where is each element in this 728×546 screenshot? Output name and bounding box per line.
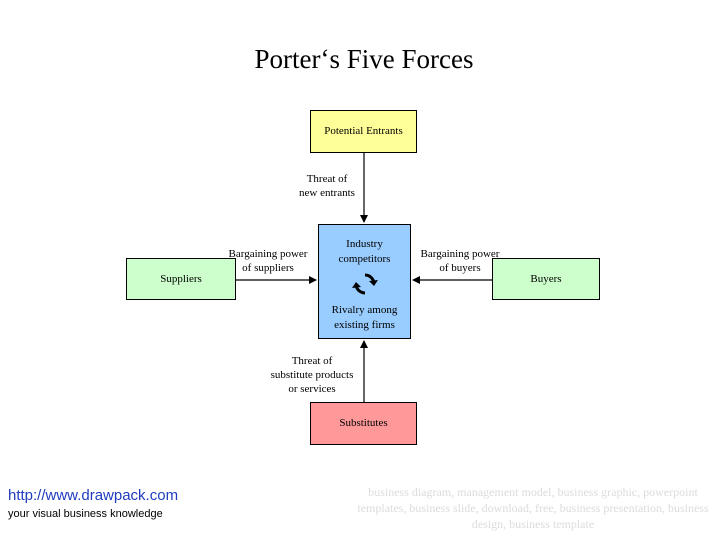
supplier-power-line-2: of suppliers [242, 262, 294, 274]
potential-entrants-box: Potential Entrants [310, 110, 417, 153]
suppliers-label: Suppliers [160, 272, 202, 285]
industry-competitors-label: Industry competitors [338, 238, 391, 265]
supplier-power-line-1: Bargaining power [228, 248, 308, 260]
threat-substitutes-line-3: or services [288, 383, 336, 395]
industry-competitors-box: Industry competitors Rivalry among exist… [318, 224, 411, 339]
watermark-text: business diagram, management model, busi… [357, 485, 709, 531]
threat-new-entrants-line-2: new entrants [299, 187, 355, 199]
buyer-power-line-1: Bargaining power [420, 248, 500, 260]
tagline: your visual business knowledge [8, 508, 163, 520]
threat-substitutes-label: Threat of substitute products or service… [262, 354, 362, 396]
buyers-box: Buyers [492, 258, 600, 300]
buyer-power-label: Bargaining power of buyers [412, 247, 508, 275]
potential-entrants-label: Potential Entrants [324, 125, 403, 137]
diagram-title: Porter‘s Five Forces [254, 44, 474, 74]
substitutes-label: Substitutes [339, 417, 388, 429]
threat-substitutes-line-1: Threat of [291, 355, 333, 367]
substitutes-box: Substitutes [310, 402, 417, 445]
buyer-power-line-2: of buyers [439, 262, 481, 274]
threat-substitutes-line-2: substitute products [270, 369, 354, 381]
rivalry-label: Rivalry among existing firms [331, 304, 398, 331]
threat-new-entrants-label: Threat of new entrants [282, 172, 372, 200]
cycle-arrows-icon [351, 273, 378, 295]
supplier-power-label: Bargaining power of suppliers [220, 247, 316, 275]
threat-new-entrants-line-1: Threat of [306, 173, 348, 185]
buyers-label: Buyers [530, 272, 562, 285]
drawpack-link[interactable]: http://www.drawpack.com [8, 487, 179, 504]
suppliers-box: Suppliers [126, 258, 236, 300]
